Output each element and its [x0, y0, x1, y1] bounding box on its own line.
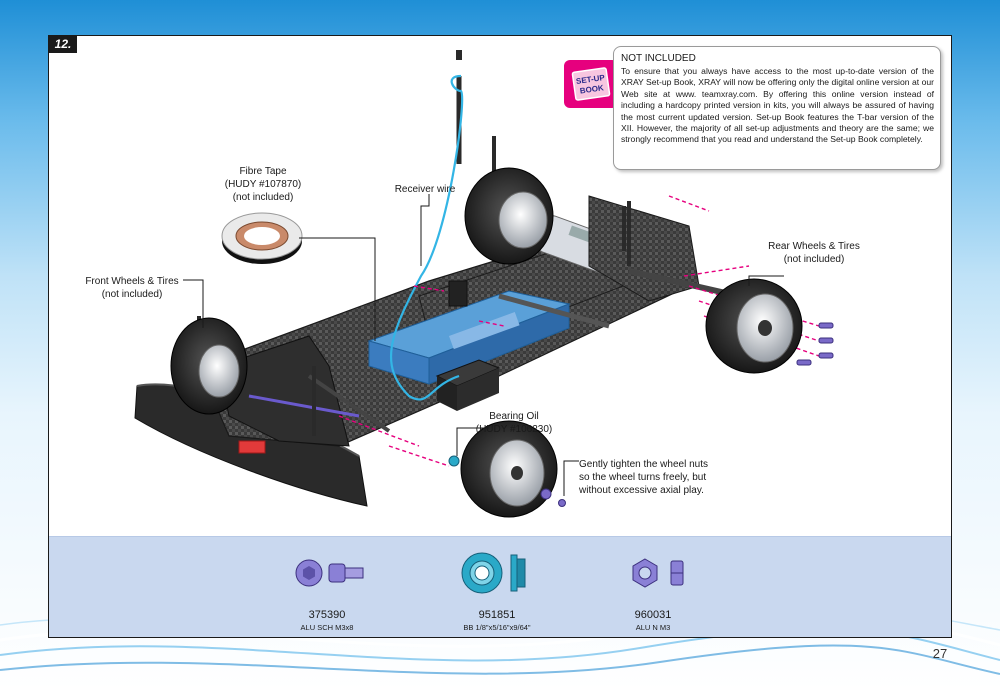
front-suspension [218, 335, 350, 447]
part-960031: 960031 ALU N M3 [593, 547, 713, 632]
rear-wheel-right [705, 278, 803, 374]
fibre-tape-callout: Fibre Tape (HUDY #107870) (not included) [224, 166, 302, 203]
receiver-wire [389, 74, 464, 401]
chassis-exploded-illustration [134, 50, 834, 518]
part-desc: ALU N M3 [635, 623, 671, 632]
part-desc: ALU SCH M3x8 [300, 623, 354, 632]
fibre-tape-roll [221, 212, 303, 264]
ball-bearing-icon [461, 552, 526, 594]
part-375390: 375390 ALU SCH M3x8 [267, 547, 387, 632]
step-number: 12. [49, 36, 77, 53]
part-code: 375390 [308, 609, 346, 621]
step-frame: 12. [48, 35, 952, 638]
alu-nut-icon [632, 558, 684, 588]
part-code: 951851 [478, 609, 516, 621]
rear-wheel-left [464, 167, 554, 265]
part-951851: 951851 BB 1/8"x5/16"x9/64" [437, 547, 557, 632]
bearing-oil-callout: Bearing Oil (HUDY #106230) [475, 411, 553, 435]
part-desc: BB 1/8"x5/16"x9/64" [463, 623, 531, 632]
front-wheel-left [170, 317, 248, 415]
rear-wheels-callout: Rear Wheels & Tires (not included) [768, 241, 860, 265]
red-weight [238, 440, 266, 454]
setup-book-icon: SET-UP BOOK [564, 60, 618, 108]
alu-screw-icon [295, 559, 364, 587]
page-number: 27 [932, 646, 948, 661]
front-wheel-right [460, 420, 558, 518]
parts-bar: 375390 ALU SCH M3x8 951851 BB 1/8"x5/16"… [49, 536, 951, 637]
wheel-nuts-callout: Gently tighten the wheel nuts so the whe… [579, 459, 708, 496]
note-title: NOT INCLUDED [621, 53, 696, 64]
note-body: To ensure that you always have access to… [621, 66, 934, 145]
part-code: 960031 [634, 609, 672, 621]
setup-badge-line2: BOOK [579, 83, 604, 95]
front-wheels-callout: Front Wheels & Tires (not included) [85, 276, 179, 300]
wheel-nut-icon [540, 488, 552, 500]
not-included-note: NOT INCLUDED To ensure that you always h… [613, 46, 941, 170]
receiver-wire-callout: Receiver wire [394, 184, 456, 195]
bearing-icon [448, 455, 460, 467]
rear-pod-plate [588, 195, 700, 302]
setup-badge-line1: SET-UP [575, 73, 606, 86]
